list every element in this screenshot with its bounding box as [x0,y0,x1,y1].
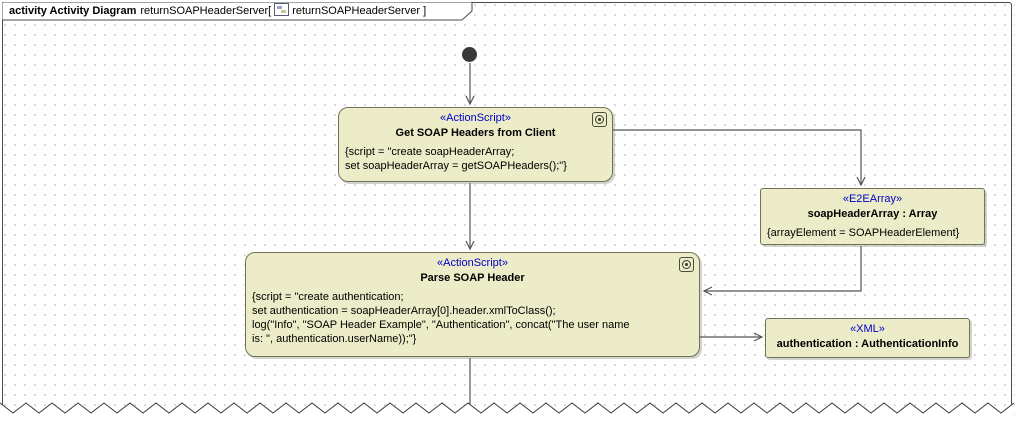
script-line: set authentication = soapHeaderArray[0].… [252,305,556,317]
node-constraint-body: {arrayElement = SOAPHeaderElement} [761,221,984,240]
object-node-authentication[interactable]: «XML» authentication : AuthenticationInf… [765,318,970,358]
behavior-call-icon [592,112,607,127]
node-title: authentication : AuthenticationInfo [776,338,959,350]
stereotype-label: «ActionScript» [437,257,508,269]
frame-ref-name: returnSOAPHeaderServer [292,5,420,17]
diagram-frame-border [2,2,1012,417]
script-line: {script = "create soapHeaderArray; [345,146,515,158]
script-line: is: ", authentication.userName));"} [252,333,417,345]
initial-node[interactable] [462,47,477,62]
script-line: log("Info", "SOAP Header Example", "Auth… [252,319,630,331]
node-title: soapHeaderArray : Array [807,208,938,220]
stereotype-label: «E2EArray» [842,193,903,205]
stereotype-label: «XML» [850,323,885,335]
action-node-get-soap-headers[interactable]: «ActionScript» Get SOAP Headers from Cli… [338,107,613,182]
node-title: Get SOAP Headers from Client [395,127,556,139]
behavior-call-icon [679,257,694,272]
action-node-parse-soap-header[interactable]: «ActionScript» Parse SOAP Header {script… [245,252,700,357]
frame-bracket-open: [ [268,5,272,17]
stereotype-label: «ActionScript» [440,112,511,124]
frame-diagram-name: returnSOAPHeaderServer [140,5,269,17]
object-node-soapheaderarray[interactable]: «E2EArray» soapHeaderArray : Array {arra… [760,188,985,245]
node-script-body: {script = "create authentication; set au… [246,285,699,346]
node-script-body: {script = "create soapHeaderArray; set s… [339,140,612,173]
constraint-line: {arrayElement = SOAPHeaderElement} [767,227,960,239]
frame-keyword: activity Activity Diagram [9,5,137,17]
script-line: set soapHeaderArray = getSOAPHeaders();"… [345,160,567,172]
frame-bracket-close: ] [423,5,427,17]
diagram-icon [274,3,290,16]
node-title: Parse SOAP Header [420,272,525,284]
torn-edge [0,402,1015,425]
frame-tab-shape [2,2,473,21]
script-line: {script = "create authentication; [252,291,404,303]
